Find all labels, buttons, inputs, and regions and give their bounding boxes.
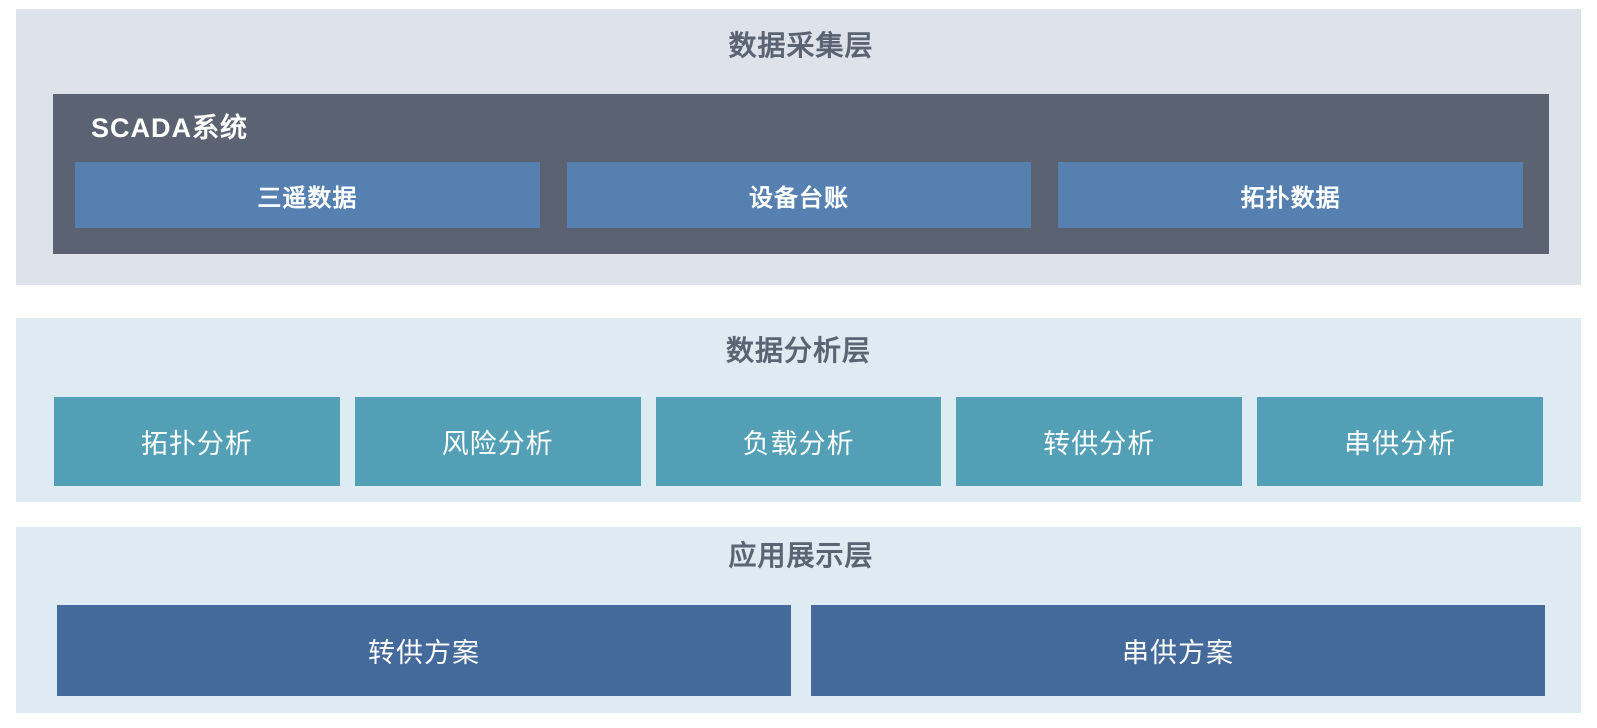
analysis-items-row: 拓扑分析 风险分析 负载分析 转供分析 串供分析 xyxy=(54,397,1543,486)
analysis-item-series-supply: 串供分析 xyxy=(1257,397,1543,486)
layer-data-collection-title: 数据采集层 xyxy=(728,30,874,61)
application-items-row: 转供方案 串供方案 xyxy=(57,605,1545,696)
scada-item-telemetry-data: 三遥数据 xyxy=(75,162,540,228)
layer-data-analysis: 数据分析层 拓扑分析 风险分析 负载分析 转供分析 串供分析 xyxy=(16,318,1581,502)
architecture-diagram: 数据采集层 SCADA系统 三遥数据 设备台账 拓扑数据 数据分析层 拓扑分析 … xyxy=(16,9,1581,713)
scada-system-label: SCADA系统 xyxy=(91,113,249,143)
scada-item-topology-data: 拓扑数据 xyxy=(1058,162,1524,228)
layer-data-collection: 数据采集层 SCADA系统 三遥数据 设备台账 拓扑数据 xyxy=(16,9,1581,285)
scada-item-equipment-ledger: 设备台账 xyxy=(566,162,1032,228)
application-item-series-supply-plan: 串供方案 xyxy=(811,605,1545,696)
analysis-item-load: 负载分析 xyxy=(655,397,942,486)
analysis-item-risk: 风险分析 xyxy=(354,397,641,486)
analysis-item-topology: 拓扑分析 xyxy=(54,397,340,486)
layer-application-display: 应用展示层 转供方案 串供方案 xyxy=(16,527,1581,713)
scada-system-container: SCADA系统 三遥数据 设备台账 拓扑数据 xyxy=(53,94,1549,254)
scada-items-row: 三遥数据 设备台账 拓扑数据 xyxy=(75,162,1524,228)
layer-data-analysis-title: 数据分析层 xyxy=(725,335,871,366)
analysis-item-transfer-supply: 转供分析 xyxy=(956,397,1243,486)
application-item-transfer-supply-plan: 转供方案 xyxy=(57,605,791,696)
layer-application-display-title: 应用展示层 xyxy=(728,540,874,571)
